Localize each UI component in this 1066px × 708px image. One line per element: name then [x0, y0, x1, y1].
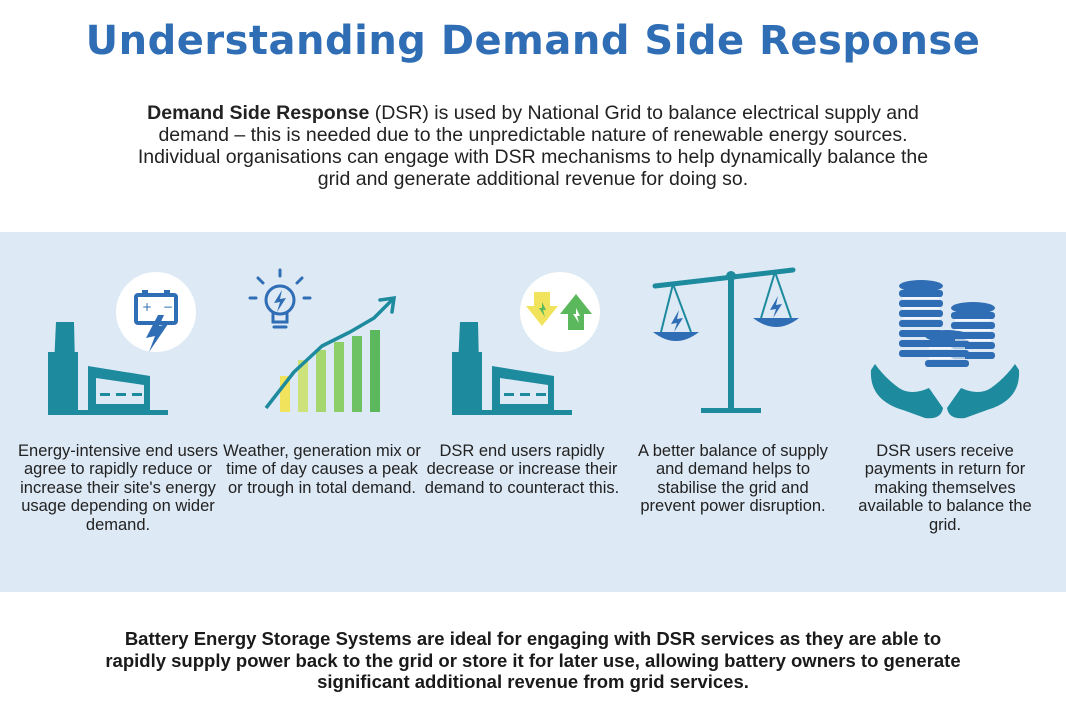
step-3-caption: DSR end users rapidly decrease or increa… [424, 442, 620, 497]
step-1-caption: Energy-intensive end users agree to rapi… [18, 442, 218, 534]
factory-battery-icon: + − [18, 260, 218, 450]
balance-scale-icon [633, 260, 833, 450]
step-3: DSR end users rapidly decrease or increa… [422, 232, 622, 592]
footer-paragraph: Battery Energy Storage Systems are ideal… [105, 628, 961, 692]
step-2-caption: Weather, generation mix or time of day c… [223, 442, 421, 497]
svg-text:+: + [142, 300, 152, 314]
page-title: Understanding Demand Side Response [85, 18, 981, 64]
intro-term: Demand Side Response [147, 102, 370, 124]
step-4: A better balance of supply and demand he… [633, 232, 833, 592]
step-1: + − Energy-intensive end users agree to … [18, 232, 218, 592]
coins-hands-icon [845, 260, 1045, 450]
intro-text: (DSR) is used by National Grid to balanc… [137, 102, 929, 190]
step-5-caption: DSR users receive payments in return for… [858, 442, 1032, 534]
step-4-caption: A better balance of supply and demand he… [638, 442, 828, 516]
factory-arrows-icon [422, 260, 622, 450]
steps-band: + − Energy-intensive end users agree to … [0, 232, 1066, 592]
demand-peak-chart-icon [222, 260, 422, 450]
svg-text:−: − [163, 300, 173, 314]
step-5: DSR users receive payments in return for… [845, 232, 1045, 592]
intro-paragraph: Demand Side Response (DSR) is used by Na… [130, 102, 936, 190]
step-2: Weather, generation mix or time of day c… [222, 232, 422, 592]
